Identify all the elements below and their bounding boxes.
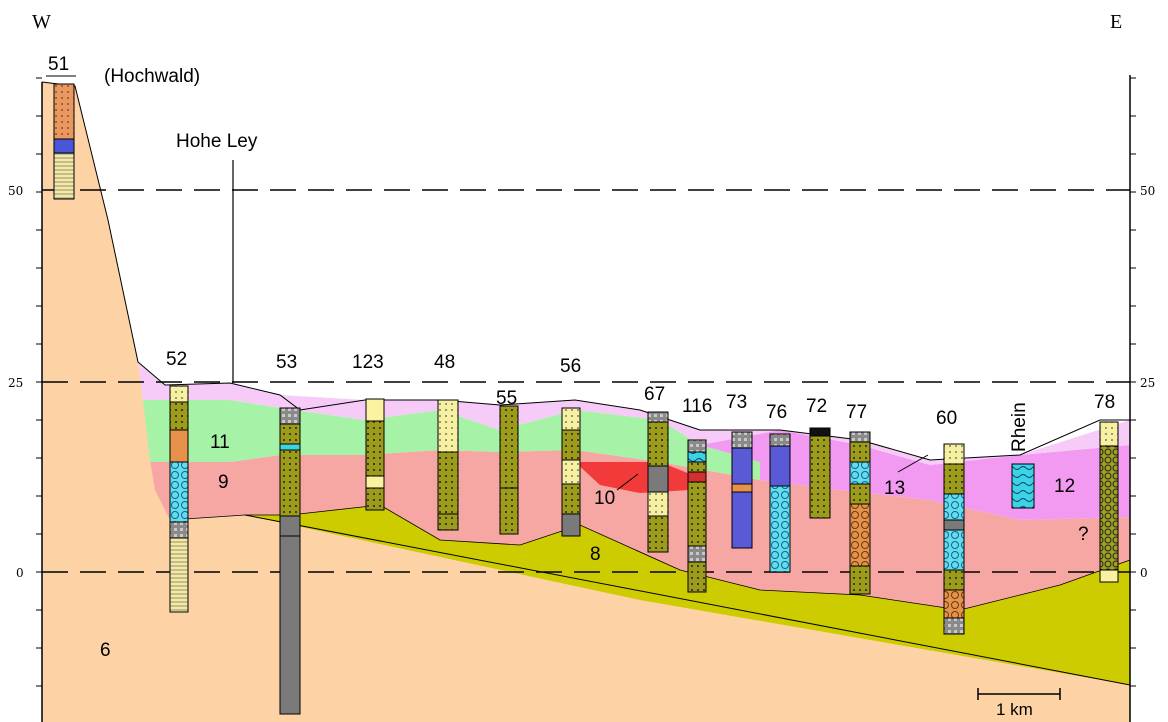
base-of-unit-8 (244, 514, 1131, 686)
borehole-label-72: 72 (806, 396, 827, 417)
hochwald-label: (Hochwald) (104, 66, 200, 87)
borehole-column-55 (499, 405, 519, 535)
unit-13-area (138, 362, 1130, 465)
east-label: E (1110, 11, 1122, 33)
borehole-label-123: 123 (352, 352, 384, 373)
unit-13-leader (897, 454, 929, 473)
unit-label-13: 13 (884, 478, 905, 499)
right-label-25: 25 (1140, 376, 1155, 390)
borehole-column-48 (437, 399, 459, 531)
borehole-label-53: 53 (276, 352, 297, 373)
borehole-label-56: 56 (560, 356, 581, 377)
borehole-column-73 (731, 431, 753, 549)
right-label-50: 50 (1140, 184, 1155, 198)
axis-ticks (36, 77, 1136, 687)
borehole-label-52: 52 (166, 349, 187, 370)
terrain-surface (41, 81, 1130, 461)
scale-bar-label: 1 km (996, 700, 1033, 719)
unit-label-12: 12 (1054, 476, 1075, 497)
unit-label-11: 11 (210, 432, 230, 453)
unit-label-6: 6 (100, 640, 111, 661)
hohe-ley-label: Hohe Ley (176, 131, 258, 152)
borehole-column-76 (769, 433, 791, 573)
unit-9-area (150, 450, 1130, 610)
borehole-column-60 (943, 443, 965, 635)
borehole-column-116 (687, 439, 707, 593)
unit-10-area (575, 462, 700, 493)
left-label-0: 0 (16, 566, 24, 580)
rhein-label: Rhein (1009, 402, 1030, 452)
borehole-label-73: 73 (726, 392, 747, 413)
borehole-column-52 (169, 385, 189, 613)
borehole-label-55: 55 (496, 388, 517, 409)
scale-bar: 1 km (977, 688, 1061, 719)
unit-label-8: 8 (590, 544, 601, 565)
borehole-column-51 (53, 83, 75, 200)
unit-10-leader (616, 473, 639, 491)
borehole-column-78 (1099, 421, 1119, 583)
unit-label-10: 10 (594, 488, 615, 509)
borehole-label-60: 60 (936, 408, 957, 429)
borehole-label-48: 48 (434, 352, 455, 373)
borehole-column-72 (809, 427, 831, 519)
unit-6-base (42, 82, 1130, 722)
right-label-0: 0 (1140, 566, 1148, 580)
borehole-column-rhein (1011, 463, 1035, 509)
uncertain-mark: ? (1078, 524, 1089, 545)
borehole-label-77: 77 (846, 402, 867, 423)
borehole-column-67 (647, 411, 669, 553)
west-label: W (32, 11, 51, 33)
unit-label-9: 9 (218, 472, 229, 493)
unit-8-area (245, 505, 1130, 685)
left-label-25: 25 (8, 376, 23, 390)
borehole-column-56 (561, 407, 581, 537)
borehole-label-76: 76 (766, 402, 787, 423)
borehole-label-78: 78 (1094, 392, 1115, 413)
borehole-label-116: 116 (682, 396, 712, 417)
borehole-column-77 (849, 431, 871, 595)
left-label-50: 50 (8, 184, 23, 198)
borehole-column-53 (279, 407, 301, 715)
borehole-column-123 (365, 398, 385, 511)
borehole-label-51: 51 (48, 54, 69, 75)
borehole-label-67: 67 (644, 384, 665, 405)
